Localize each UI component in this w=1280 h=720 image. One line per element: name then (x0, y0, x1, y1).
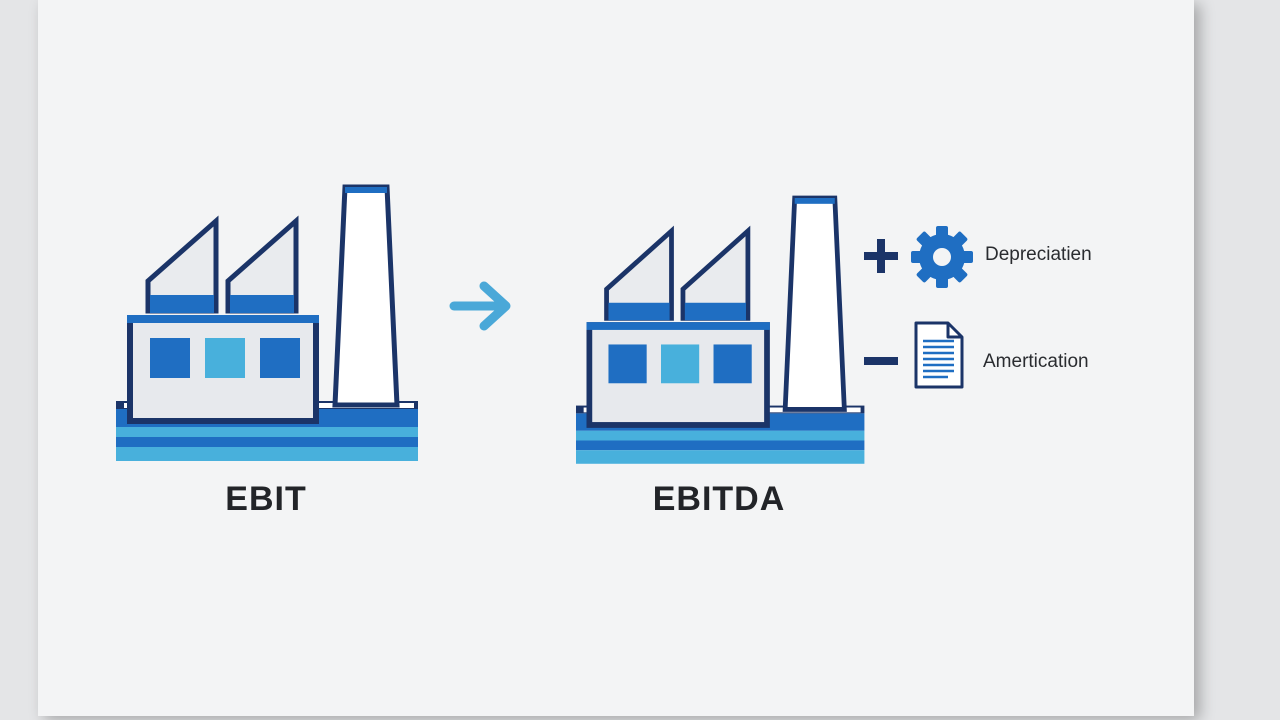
gear-icon (911, 226, 973, 288)
minus-icon (864, 357, 898, 365)
ebitda-factory-icon (576, 198, 864, 464)
ebit-label: EBIT (225, 480, 307, 518)
ebit-factory-icon (116, 187, 418, 461)
document-icon (914, 321, 964, 389)
ebitda-label: EBITDA (652, 480, 786, 518)
depreciation-label: Depreciatien (985, 244, 1092, 265)
amortization-label: Amertication (983, 351, 1089, 372)
plus-icon (864, 239, 898, 273)
arrow-right-icon (449, 281, 511, 331)
